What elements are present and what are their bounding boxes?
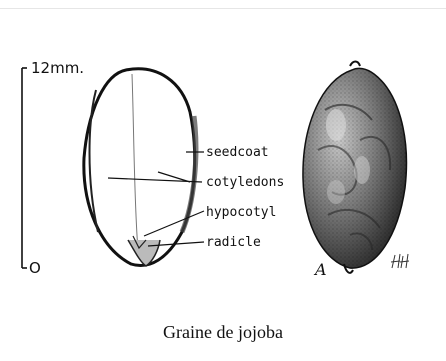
label-radicle: radicle — [206, 235, 261, 250]
seed-cross-section — [84, 69, 196, 266]
whole-seed-drawing — [303, 62, 406, 273]
scale-bar: 12mm. O — [22, 59, 84, 277]
label-hypocotyl: hypocotyl — [206, 205, 276, 220]
seed-view-letter: A — [313, 260, 327, 279]
label-cotyledons: cotyledons — [206, 175, 284, 190]
artist-monogram — [391, 254, 409, 268]
caption: Graine de jojoba — [0, 322, 446, 343]
jojoba-seed-illustration: 12mm. O seedcoat cotyledons hypocotyl ra… — [0, 0, 446, 320]
label-seedcoat: seedcoat — [206, 145, 269, 160]
scale-bottom-label: O — [29, 259, 41, 277]
scale-top-label: 12mm. — [31, 59, 84, 77]
